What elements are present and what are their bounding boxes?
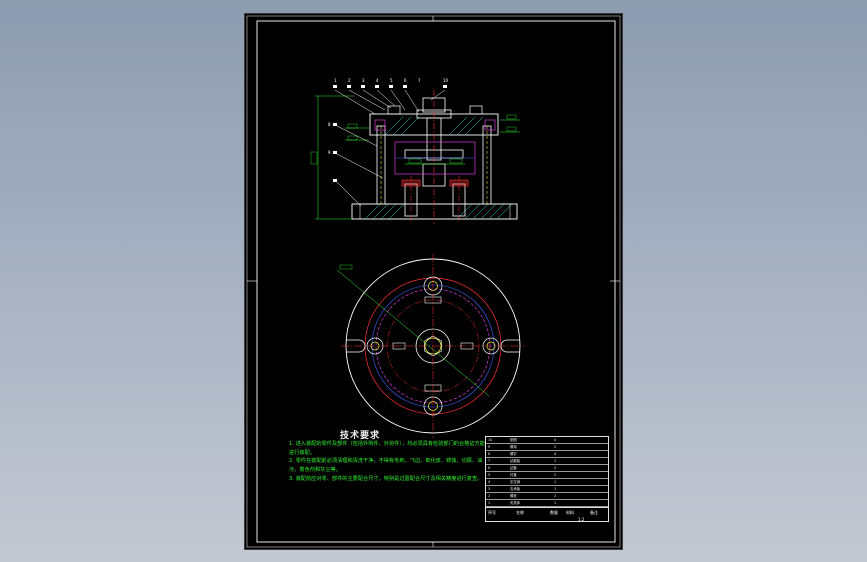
- bom-row: 1 夹具体 1: [486, 500, 608, 507]
- bom-row: 3 支承板 1: [486, 486, 608, 493]
- bom-name: 螺钉: [510, 452, 517, 456]
- bom-row: 10 垫圈 4: [486, 437, 608, 444]
- bom-no: 3: [488, 487, 491, 491]
- bom-row: 9 螺母 2: [486, 444, 608, 451]
- bom-no: 2: [488, 494, 491, 498]
- bom-row: 2 螺栓 2: [486, 493, 608, 500]
- plan-view: [336, 254, 525, 438]
- note-1: 1. 进入装配的零件及部件（包括外购件、外协件），均必须具有检验部门的合格证方能…: [289, 441, 485, 456]
- bom-name: 钻模板: [510, 459, 521, 463]
- frame-ticks: [247, 16, 620, 547]
- inner-frame: [256, 20, 616, 543]
- bom-header-remark: 备注: [590, 510, 598, 515]
- bom-qty: 2: [554, 494, 557, 498]
- bom-no: 7: [488, 459, 491, 463]
- bom-row: 7 钻模板 1: [486, 458, 608, 465]
- bom-header-no: 序号: [488, 510, 496, 515]
- bom-name: 定位销: [510, 480, 521, 484]
- outer-frame: [246, 15, 621, 548]
- drawing-scale: 1:2: [578, 517, 585, 522]
- bom-no: 8: [488, 452, 491, 456]
- bom-header-material: 材料: [566, 510, 574, 515]
- bom-no: 4: [488, 480, 491, 484]
- bom-row: 8 螺钉 4: [486, 451, 608, 458]
- bom-row: 6 钻套 2: [486, 465, 608, 472]
- bom-row: 5 衬套 2: [486, 472, 608, 479]
- bom-name: 垫圈: [510, 438, 517, 442]
- bom-no: 5: [488, 473, 491, 477]
- bom-name: 支承板: [510, 487, 521, 491]
- bom-row: 4 定位销 1: [486, 479, 608, 486]
- bom-header-name: 名称: [516, 510, 524, 515]
- plate-hatch: [384, 116, 484, 136]
- bom-qty: 1: [554, 480, 557, 484]
- note-2: 2. 零件在装配前必须清理和清洗干净，不得有毛刺、飞边、氧化皮、锈蚀、切屑、油污…: [289, 458, 483, 474]
- bom-name: 夹具体: [510, 501, 521, 505]
- bom-qty: 1: [554, 459, 557, 463]
- bom-name: 螺母: [510, 445, 517, 449]
- bom-name: 衬套: [510, 473, 517, 477]
- leader-lines: [334, 89, 446, 207]
- bill-of-materials: 10 垫圈 4 9 螺母 2 8 螺钉 4 7 钻模板 1 6 钻套 2 5 衬…: [485, 436, 609, 522]
- bom-header-qty: 数量: [550, 510, 558, 515]
- callout-dots: [333, 85, 447, 182]
- bom-header: 序号 名称 数量 材料 备注 1:2: [486, 507, 608, 523]
- drawing-viewport[interactable]: 技术要求 1. 进入装配的零件及部件（包括外购件、外协件），均必须具有检验部门的…: [244, 13, 623, 550]
- bom-no: 10: [488, 438, 493, 442]
- bom-no: 6: [488, 466, 491, 470]
- bom-no: 9: [488, 445, 491, 449]
- bom-qty: 2: [554, 466, 557, 470]
- technical-requirements-notes: 1. 进入装配的零件及部件（包括外购件、外协件），均必须具有检验部门的合格证方能…: [289, 440, 489, 484]
- bom-no: 1: [488, 501, 491, 505]
- cad-drawing: [246, 15, 621, 548]
- bom-qty: 2: [554, 445, 557, 449]
- bom-qty: 4: [554, 452, 557, 456]
- bom-name: 螺栓: [510, 494, 517, 498]
- bom-qty: 1: [554, 501, 557, 505]
- bom-name: 钻套: [510, 466, 517, 470]
- note-3: 3. 装配前应对零、部件的主要配合尺寸，特别是过盈配合尺寸及相关精度进行复查。: [289, 475, 483, 482]
- section-view: [310, 85, 520, 224]
- technical-requirements-title: 技术要求: [340, 431, 381, 441]
- bom-qty: 4: [554, 438, 557, 442]
- base-hatch: [364, 203, 513, 220]
- bom-qty: 1: [554, 487, 557, 491]
- bom-qty: 2: [554, 473, 557, 477]
